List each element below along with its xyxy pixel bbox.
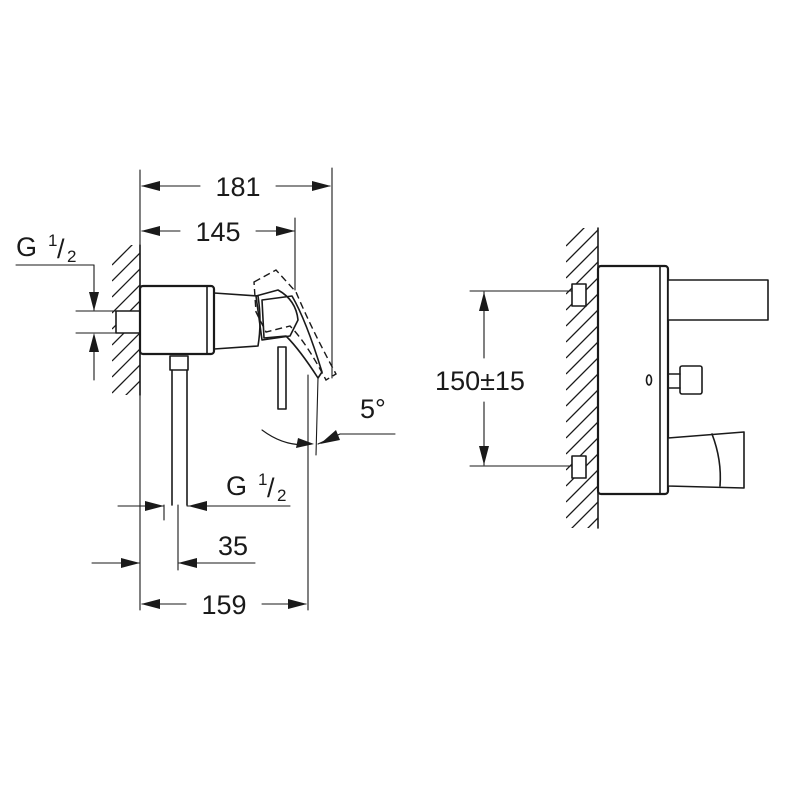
mixer-cartridge xyxy=(213,292,261,350)
front-view: 150±15 xyxy=(435,227,769,529)
dim-159-label: 159 xyxy=(201,590,246,620)
outlet-thread-num: 1 xyxy=(258,470,267,489)
outlet-thread-slash: / xyxy=(267,473,275,503)
dim-145-label: 145 xyxy=(195,217,240,247)
thread-label-outlet: G 1 / 2 xyxy=(117,470,291,511)
outlet-thread-den: 2 xyxy=(277,486,286,505)
outlet-thread-letter: G xyxy=(226,471,247,501)
angle-label: 5° xyxy=(360,394,386,424)
wall-hatch-right xyxy=(566,228,598,528)
dim-35-label: 35 xyxy=(218,531,248,561)
thread-label-inlet: G 1 / 2 xyxy=(15,231,117,381)
inlet-thread-den: 2 xyxy=(67,247,76,266)
dimension-181: 181 xyxy=(141,172,331,202)
inlet-thread-slash: / xyxy=(57,234,65,264)
lever-base xyxy=(255,289,299,341)
front-connection-bottom xyxy=(571,455,587,479)
inlet-thread-letter: G xyxy=(16,232,37,262)
front-diverter-knob xyxy=(679,365,703,395)
lever-handle xyxy=(261,295,323,379)
dimension-150: 150±15 xyxy=(435,290,573,467)
front-connection-top xyxy=(571,283,587,307)
diverter-rod xyxy=(277,346,287,410)
dim-150-label: 150±15 xyxy=(435,366,525,396)
dim-181-label: 181 xyxy=(215,172,260,202)
inlet-thread-num: 1 xyxy=(48,231,57,250)
front-indicator xyxy=(645,374,653,386)
front-lever xyxy=(667,431,745,489)
outlet-pipe xyxy=(169,355,189,371)
inlet-pipe xyxy=(115,310,143,334)
angle-5deg: 5° xyxy=(261,377,396,456)
front-upper-arm xyxy=(667,279,769,321)
side-view: 181 145 G 1 / 2 xyxy=(15,167,396,620)
dimension-35: 35 xyxy=(91,531,256,568)
front-plate xyxy=(596,264,670,496)
lever-alt-position xyxy=(253,269,337,381)
mixer-body xyxy=(138,284,216,356)
dimension-145: 145 xyxy=(141,217,295,247)
dimension-159: 159 xyxy=(141,590,307,620)
